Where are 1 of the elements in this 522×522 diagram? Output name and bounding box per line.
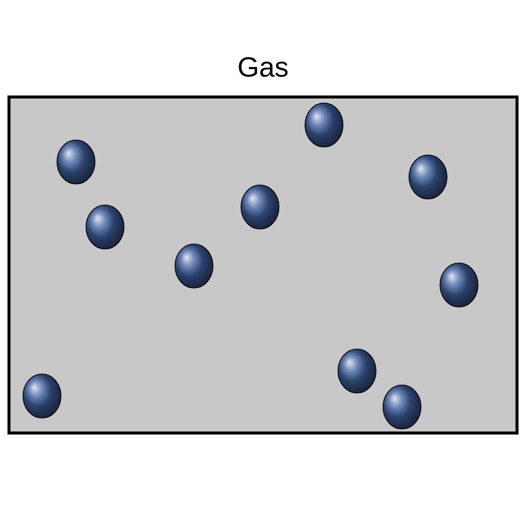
title: Gas [238,57,288,77]
